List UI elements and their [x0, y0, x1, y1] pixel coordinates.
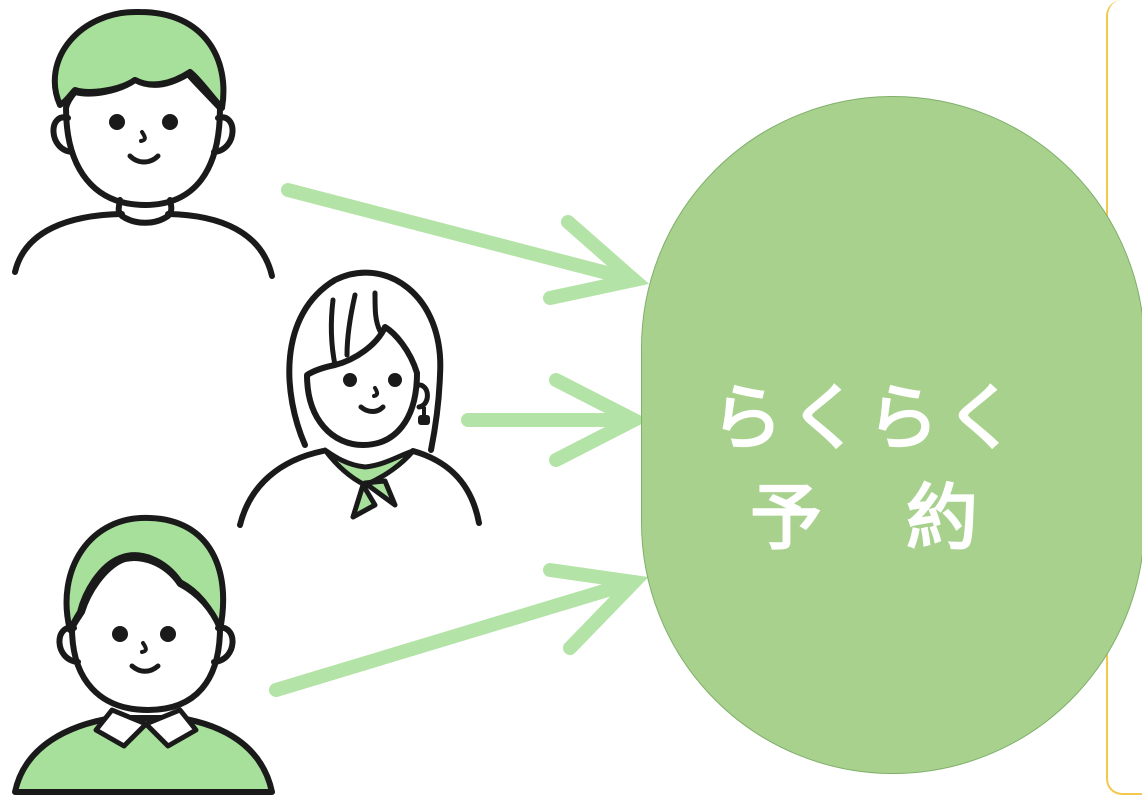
arrow-middle-head [549, 373, 650, 467]
arrow-top-head [543, 215, 650, 305]
reservation-label[interactable]: らくらく 予 約 [641, 368, 1093, 568]
person-woman-icon [237, 269, 482, 528]
person-man-collar-icon [12, 514, 275, 795]
arrow-bottom-head [543, 563, 649, 655]
reservation-badge[interactable] [641, 96, 1142, 774]
reservation-label-line2: 予 約 [749, 476, 984, 560]
arrow-top [281, 183, 641, 287]
arrow-bottom [269, 575, 641, 697]
person-man-icon [12, 8, 275, 279]
reservation-label-line1: らくらく [710, 376, 1023, 460]
